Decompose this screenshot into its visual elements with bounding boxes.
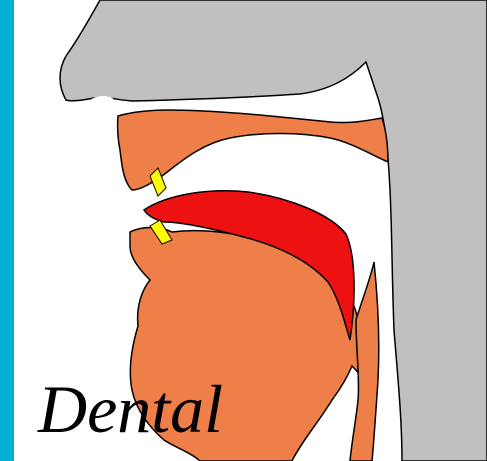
articulation-label: Dental — [38, 375, 223, 443]
mouth-cross-section: Dental — [14, 0, 487, 461]
